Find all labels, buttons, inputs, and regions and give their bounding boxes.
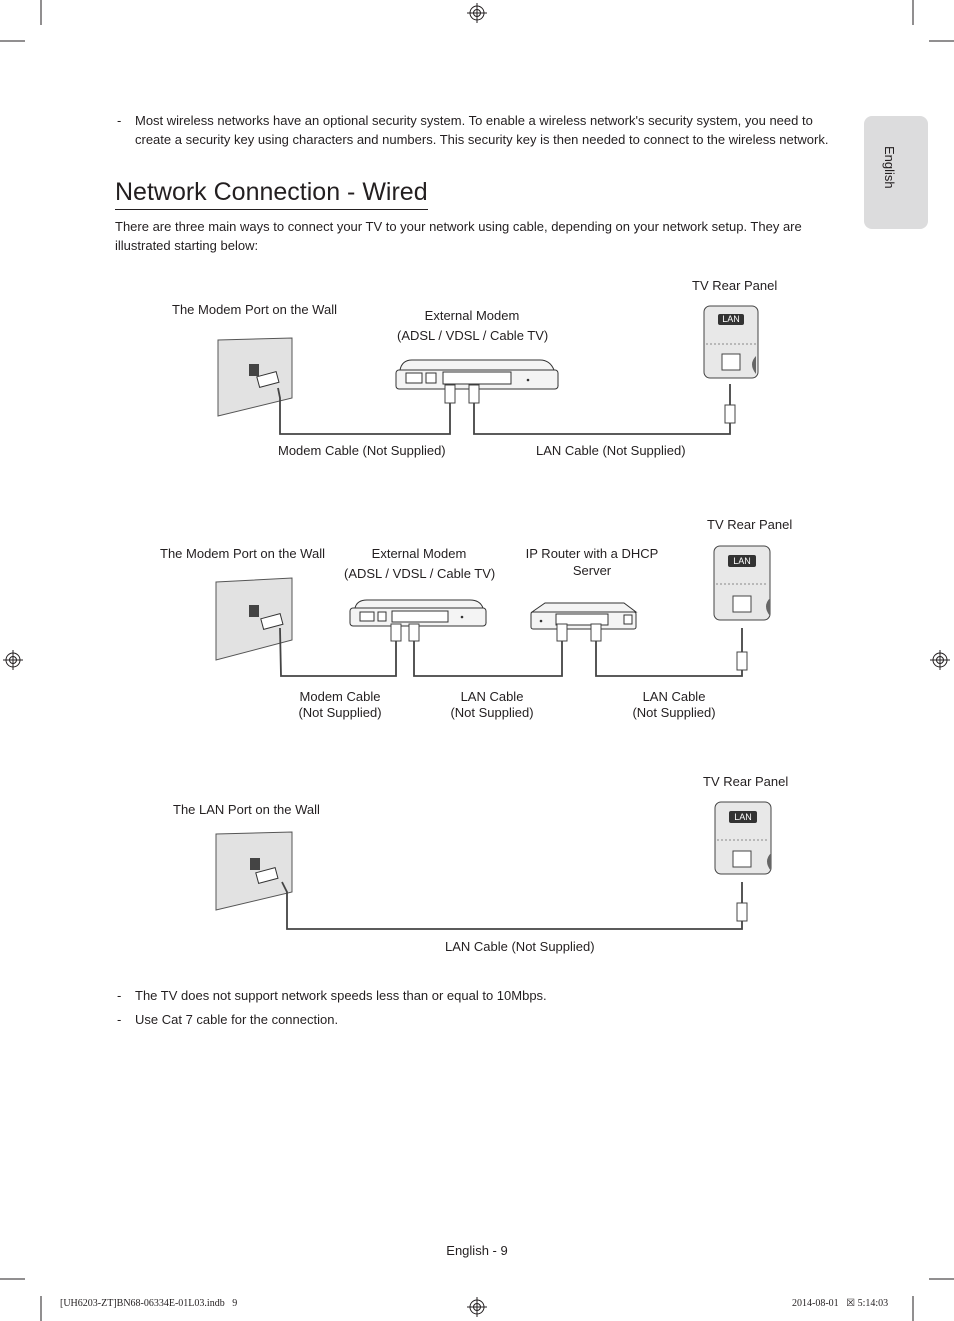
d1-lan-port-label: LAN xyxy=(722,314,740,324)
d2-cable3-label-2: (Not Supplied) xyxy=(632,705,716,720)
d2-modem-label-1: External Modem xyxy=(371,546,467,561)
page-title: Network Connection - Wired xyxy=(115,175,428,210)
diagram3-wall-port xyxy=(215,831,293,911)
top-note-line2: create a security key using characters a… xyxy=(135,132,829,147)
language-tab: English xyxy=(864,116,928,229)
d1-wall-label: The Modem Port on the Wall xyxy=(172,302,337,317)
footer-file-info: [UH6203-ZT]BN68-06334E-01L03.indb 9 xyxy=(60,1298,238,1309)
d1-modem-cable-label: Modem Cable (Not Supplied) xyxy=(278,443,446,458)
d2-cable1-label-1: Modem Cable xyxy=(299,689,381,704)
d2-wall-label: The Modem Port on the Wall xyxy=(160,546,325,561)
registration-mark-top xyxy=(467,3,487,23)
page-number: English - 9 xyxy=(446,1243,508,1258)
d2-cable1-label-2: (Not Supplied) xyxy=(298,705,382,720)
d1-tv-label: TV Rear Panel xyxy=(692,278,778,293)
d2-cable3-label-1: LAN Cable xyxy=(642,689,706,704)
diagram2-cables xyxy=(279,623,748,677)
footer-timestamp: 2014-08-01 ☒ 5:14:03 xyxy=(792,1298,889,1309)
d3-lan-port-label: LAN xyxy=(734,812,752,822)
d2-router-label-2: Server xyxy=(572,563,612,578)
diagram2-tv-panel xyxy=(713,545,771,621)
diagram1-modem xyxy=(395,359,559,390)
d1-modem-label-1: External Modem xyxy=(424,308,520,323)
diagram1-wall-port xyxy=(217,337,293,417)
note-speed-text: The TV does not support network speeds l… xyxy=(135,988,547,1003)
bullet-dash: - xyxy=(117,113,122,128)
d3-tv-label: TV Rear Panel xyxy=(703,774,789,789)
note-cable-text: Use Cat 7 cable for the connection. xyxy=(135,1012,339,1027)
d3-lan-cable-label: LAN Cable (Not Supplied) xyxy=(445,939,595,954)
top-note-line1: Most wireless networks have an optional … xyxy=(135,113,813,128)
bullet-dash: - xyxy=(117,1012,122,1027)
diagram2-wall-port xyxy=(215,577,293,661)
d3-wall-label: The LAN Port on the Wall xyxy=(173,802,320,817)
diagram2-router xyxy=(530,602,638,630)
registration-mark-left xyxy=(3,650,23,670)
diagram2-modem xyxy=(349,599,487,627)
diagram3-cables xyxy=(281,881,748,930)
language-tab-label: English xyxy=(882,146,897,189)
registration-mark-bottom xyxy=(467,1297,487,1317)
diagram3-tv-panel xyxy=(714,801,772,875)
intro-line2: illustrated starting below: xyxy=(115,238,259,253)
d2-lan-port-label: LAN xyxy=(733,556,751,566)
bullet-dash: - xyxy=(117,988,122,1003)
diagram1-cables xyxy=(277,384,736,435)
d2-cable2-label-2: (Not Supplied) xyxy=(450,705,534,720)
intro-line1: There are three main ways to connect you… xyxy=(115,219,802,234)
d2-router-label-1: IP Router with a DHCP xyxy=(525,546,659,561)
d1-modem-label-2: (ADSL / VDSL / Cable TV) xyxy=(397,328,549,343)
d2-modem-label-2: (ADSL / VDSL / Cable TV) xyxy=(344,566,496,581)
registration-mark-right xyxy=(930,650,950,670)
d2-cable2-label-1: LAN Cable xyxy=(460,689,524,704)
diagram1-tv-panel xyxy=(703,305,759,379)
d1-lan-cable-label: LAN Cable (Not Supplied) xyxy=(536,443,686,458)
d2-tv-label: TV Rear Panel xyxy=(707,517,793,532)
